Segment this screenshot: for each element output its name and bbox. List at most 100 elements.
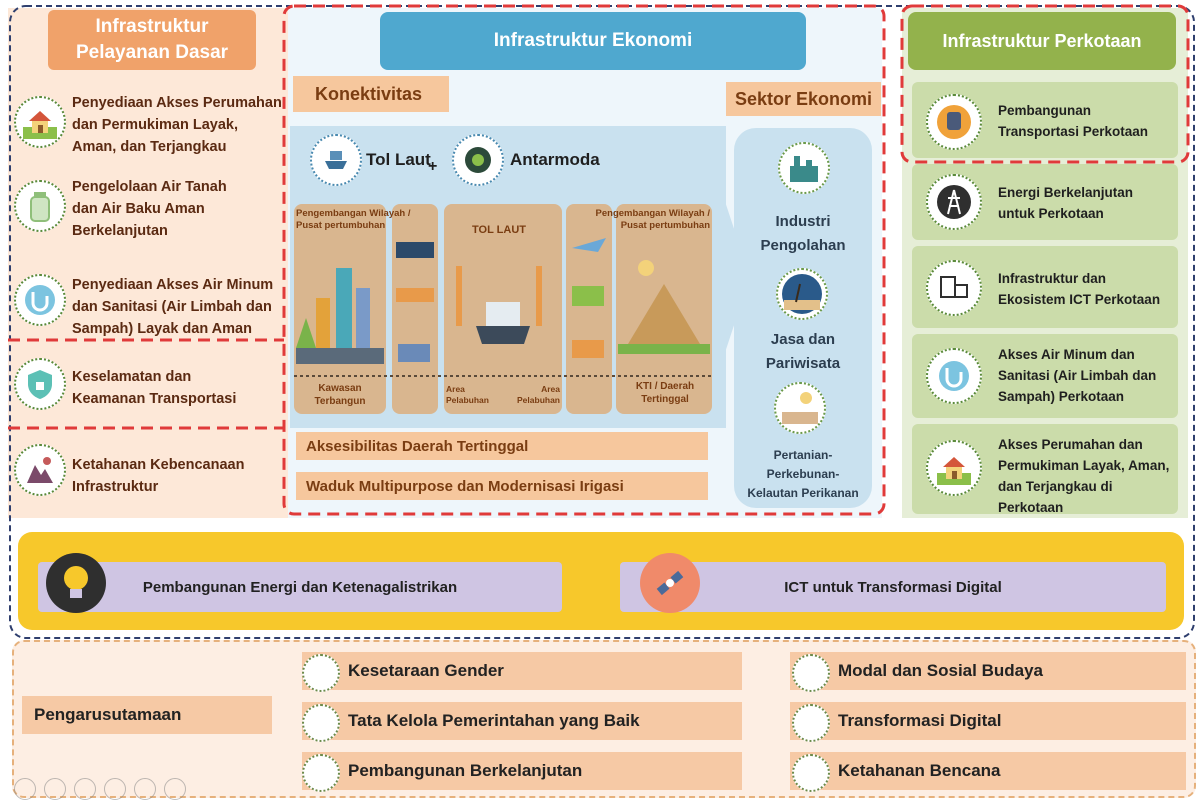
panel-label-line: Pengembangan Wilayah / [296, 208, 411, 219]
player-controls[interactable] [14, 778, 254, 800]
bottom-item-gender: Kesetaraan Gender [302, 652, 742, 690]
menu-icon[interactable] [164, 778, 186, 800]
village-illustration [618, 260, 710, 354]
sektor-item-line: Industri [775, 213, 831, 230]
ship-icon [310, 134, 362, 186]
left-item-line: Keselamatan dan [72, 369, 192, 385]
left-header: Infrastruktur Pelayanan Dasar [48, 10, 256, 70]
bottom-item-label: Tata Kelola Pemerintahan yang Baik [348, 711, 640, 730]
kawasan-label: Kawasan Terbangun [300, 382, 380, 408]
left-header-line: Infrastruktur [95, 16, 209, 37]
waduk-bar: Waduk Multipurpose dan Modernisasi Iriga… [296, 472, 708, 500]
bottom-item-sustainable: Pembangunan Berkelanjutan [302, 752, 742, 790]
left-item-line: dan Permukiman Layak, [72, 117, 239, 133]
right-item-energy: Energi Berkelanjutan untuk Perkotaan [912, 164, 1178, 240]
right-item-line: Pembangunan [998, 103, 1092, 118]
right-item-line: Ekosistem ICT Perkotaan [998, 292, 1161, 307]
bottom-item-digital: Transformasi Digital [790, 702, 1186, 740]
arrow-head [700, 126, 750, 428]
left-item-drinking-water: Penyediaan Akses Air Minum dan Sanitasi … [14, 270, 284, 337]
left-item-line: Penyediaan Akses Air Minum [72, 277, 274, 293]
right-item-water: Akses Air Minum dan Sanitasi (Air Limbah… [912, 334, 1178, 418]
house-icon [14, 96, 66, 148]
right-item-line: Transportasi Perkotaan [998, 124, 1149, 139]
right-item-line: Sampah) Perkotaan [998, 389, 1125, 404]
left-item-line: Penyediaan Akses Perumahan [72, 95, 282, 111]
vehicles-illustration [396, 242, 434, 362]
intermodal-icon [452, 134, 504, 186]
ict-icon [926, 260, 982, 316]
farm-icon [774, 382, 826, 434]
aksesibilitas-bar: Aksesibilitas Daerah Tertinggal [296, 432, 708, 460]
water-pipe-icon [14, 274, 66, 326]
bottom-item-governance: Tata Kelola Pemerintahan yang Baik [302, 702, 742, 740]
left-item-line: Berkelanjutan [72, 223, 168, 239]
left-item-line: Aman, dan Terjangkau [72, 139, 227, 155]
bottom-item-label: Modal dan Sosial Budaya [838, 661, 1043, 680]
sektor-item-line: Pariwisata [765, 355, 841, 372]
left-item-line: Pengelolaan Air Tanah [72, 179, 227, 195]
ict-label: ICT untuk Transformasi Digital [784, 578, 1002, 596]
sektor-item-industri: Industri Pengolahan [736, 210, 870, 258]
disaster-icon [14, 444, 66, 496]
bottom-item-label: Transformasi Digital [838, 711, 1002, 730]
sektor-item-line: Pertanian- [773, 448, 833, 462]
house-icon [926, 440, 982, 496]
panel-label-line: Pusat pertumbuhan [296, 220, 386, 231]
right-item-ict: Infrastruktur dan Ekosistem ICT Perkotaa… [912, 246, 1178, 328]
right-item-line: Sanitasi (Air Limbah dan [998, 368, 1157, 383]
left-header-line: Pelayanan Dasar [75, 42, 229, 63]
train-icon [926, 94, 982, 150]
panel-label-line: Pelabuhan [517, 395, 560, 405]
panel-label-line: KTI / Daerah [635, 381, 695, 392]
sektor-item-jasa: Jasa dan Pariwisata [736, 328, 870, 376]
sektor-item-line: Kelautan Perikanan [747, 486, 859, 500]
cursor-icon[interactable] [14, 778, 36, 800]
wilayah-label-left: Pengembangan Wilayah / Pusat pertumbuhan [296, 208, 410, 232]
left-item-line: dan Sanitasi (Air Limbah dan [72, 299, 272, 315]
left-item-housing: Penyediaan Akses Perumahan dan Permukima… [14, 92, 284, 158]
sektor-item-pertanian: Pertanian- Perkebunan- Kelautan Perikana… [736, 446, 870, 503]
water-pipe-icon [926, 348, 982, 404]
search-icon[interactable] [134, 778, 156, 800]
energi-label: Pembangunan Energi dan Ketenagalistrikan [142, 578, 458, 596]
energi-bar: Pembangunan Energi dan Ketenagalistrikan [38, 562, 562, 612]
ict-bar: ICT untuk Transformasi Digital [620, 562, 1166, 612]
middle-header: Infrastruktur Ekonomi [380, 12, 806, 70]
right-item-line: dan Terjangkau di Perkotaan [998, 479, 1113, 515]
people-icon [302, 654, 340, 692]
area-label-left: Area Pelabuhan [446, 384, 489, 406]
slides-icon[interactable] [104, 778, 126, 800]
bottom-item-disaster: Ketahanan Bencana [790, 752, 1186, 790]
right-item-line: Permukiman Layak, Aman, [998, 458, 1170, 473]
panel-label-line: Area [541, 384, 560, 394]
bottom-item-label: Pembangunan Berkelanjutan [348, 761, 583, 780]
panel-label-line: Terbangun [314, 396, 366, 407]
antarmoda-label: Antarmoda [510, 150, 600, 169]
pengarusutamaan-text: Pengarusutamaan [34, 705, 182, 724]
right-item-line: Infrastruktur dan [998, 271, 1107, 286]
sektor-item-line: Pengolahan [760, 237, 846, 254]
panel-label-line: Pusat pertumbuhan [620, 220, 710, 231]
lightbulb-icon [46, 553, 106, 613]
port-illustration [456, 266, 542, 344]
pengarusutamaan-label: Pengarusutamaan [22, 696, 272, 734]
right-item-line: Energi Berkelanjutan [998, 185, 1134, 200]
left-item-line: Ketahanan Kebencanaan [72, 457, 245, 473]
left-column [8, 8, 288, 518]
left-item-transport-safety: Keselamatan dan Keamanan Transportasi [14, 354, 284, 420]
panel-label-line: Kawasan [318, 383, 362, 394]
plus-sign: + [428, 158, 438, 175]
pen-icon[interactable] [74, 778, 96, 800]
bottom-item-social: Modal dan Sosial Budaya [790, 652, 1186, 690]
community-icon [792, 654, 830, 692]
pointer-icon[interactable] [44, 778, 66, 800]
bottom-item-label: Ketahanan Bencana [838, 761, 1001, 780]
satellite-icon [792, 704, 830, 742]
shield-icon [14, 358, 66, 410]
panel-label-line: Pengembangan Wilayah / [595, 208, 710, 219]
sektor-item-line: Jasa dan [770, 331, 836, 348]
shield-icon [792, 754, 830, 792]
right-item-housing: Akses Perumahan dan Permukiman Layak, Am… [912, 424, 1178, 515]
satellite-icon [640, 553, 700, 613]
